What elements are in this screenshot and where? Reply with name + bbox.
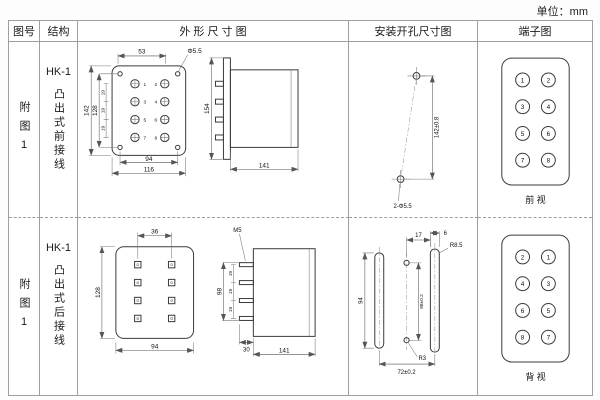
- terminal-circles: 1 2 3 4 5 6 7 8: [515, 72, 556, 168]
- header-outline: 外 形 尺 寸 图: [78, 21, 349, 42]
- row2-mounting-drawing: 17 6 R8.5 94 72±0.2 R3 88±0.2: [358, 230, 463, 376]
- terminal-number: 5: [144, 118, 147, 124]
- dim-label: 53: [138, 48, 146, 55]
- terminal-number: 1: [547, 254, 551, 261]
- spec-table: 图号 结构 外 形 尺 寸 图 安装开孔尺寸图 端子图 附图1 HK-1 凸出式…: [8, 20, 593, 396]
- header-structure: 结构: [40, 21, 78, 42]
- row2-fig-cell: 附图1: [9, 218, 40, 395]
- dim-label: 36: [151, 228, 159, 235]
- terminal-number: 4: [154, 100, 157, 106]
- front-view: 1 2 3 4 5 6 7 8: [111, 65, 187, 156]
- terminal-outline: [501, 57, 570, 186]
- dim-label: 98: [216, 288, 223, 296]
- dim-label: 142±0.8: [434, 116, 440, 138]
- dim-label: 30: [243, 347, 250, 353]
- dim-label: R8.5: [450, 243, 463, 249]
- row2-structure-desc: 凸出式后接线: [52, 264, 65, 348]
- dim-label: 72±0.2: [397, 370, 415, 376]
- terminal-outline: [501, 234, 570, 363]
- header-mounting: 安装开孔尺寸图: [349, 21, 478, 42]
- dim-label: 19: [101, 108, 107, 114]
- terminal-circles: 2 1 4 3 6 5 8 7: [515, 249, 556, 345]
- terminal-number: 5: [521, 131, 525, 138]
- row1-outline-cell: 1 2 3 4 5 6 7 8 53 Φ5.5 142: [78, 42, 349, 218]
- dim-label: 94: [151, 343, 159, 350]
- row2-terminal-diagram: 2 1 4 3 6 5 8 7 背 视: [501, 234, 570, 382]
- terminal-number: 5: [547, 308, 551, 315]
- terminal-number: 2: [521, 254, 525, 261]
- terminal-number: 7: [521, 158, 525, 165]
- row2-structure-cell: HK-1 凸出式后接线: [40, 218, 78, 395]
- dim-label: 6: [444, 231, 448, 237]
- row2-outline-cell: 36 128 94 M5: [78, 218, 349, 395]
- dim-label: 94: [358, 297, 364, 304]
- dim-label: 142: [84, 105, 91, 116]
- dim-label: 19: [101, 90, 107, 96]
- row2-terminal-cell: 2 1 4 3 6 5 8 7 背 视: [478, 218, 592, 395]
- terminal-number: 6: [154, 118, 157, 124]
- unit-label: 单位：mm: [536, 6, 588, 18]
- terminal-number: 3: [521, 104, 525, 111]
- terminal-number: 2: [547, 77, 551, 84]
- dim-label: 116: [144, 166, 155, 173]
- dim-label: 19: [228, 306, 234, 312]
- header-fig-no: 图号: [9, 21, 40, 42]
- terminal-number: 7: [547, 335, 551, 342]
- mounting-holes: [391, 66, 426, 189]
- header-terminal: 端子图: [478, 21, 592, 42]
- dim-label: Φ5.5: [188, 48, 203, 55]
- terminal-number: 3: [144, 100, 147, 106]
- terminal-number: 6: [521, 308, 525, 315]
- dim-label: 154: [204, 103, 211, 114]
- terminal-number: 4: [521, 281, 525, 288]
- terminal-number: 8: [521, 335, 525, 342]
- row1-fig-label: 附图1: [18, 100, 30, 159]
- view-label: 背 视: [525, 371, 545, 382]
- row1-structure-cell: HK-1 凸出式前接线: [40, 42, 78, 218]
- row1-structure-desc: 凸出式前接线: [52, 88, 65, 172]
- dim-label: 141: [279, 347, 290, 354]
- side-view: 154 141: [204, 57, 299, 172]
- dim-label: 19: [228, 271, 234, 277]
- rear-view: 36 128 94: [95, 228, 195, 354]
- row1-mounting-drawing: 142±0.8 2-Φ5.5: [391, 66, 440, 210]
- dim-label: 141: [259, 162, 270, 169]
- terminal-number: 4: [547, 104, 551, 111]
- row1-model-label: HK-1: [45, 66, 72, 78]
- row1-mounting-cell: 142±0.8 2-Φ5.5: [349, 42, 478, 218]
- row1-fig-cell: 附图1: [9, 42, 40, 218]
- dim-label: 19: [101, 126, 107, 132]
- row1-outline-drawing: 1 2 3 4 5 6 7 8 53 Φ5.5 142: [84, 48, 299, 177]
- side-view: M5 98 19 19 19 30 141: [216, 228, 316, 357]
- terminal-number: 8: [547, 158, 551, 165]
- dim-label: R3: [418, 356, 426, 362]
- mounting-slots: [374, 242, 440, 359]
- row2-mounting-cell: 17 6 R8.5 94 72±0.2 R3 88±0.2: [349, 218, 478, 395]
- dim-label: 88±0.2: [419, 294, 425, 309]
- dim-label: 19: [228, 289, 234, 295]
- view-label: 前 视: [525, 194, 545, 205]
- dim-label: 128: [95, 287, 102, 298]
- row2-fig-label: 附图1: [18, 277, 30, 336]
- terminal-number: 6: [547, 131, 551, 138]
- terminal-number: 8: [154, 135, 157, 141]
- dim-label: 94: [145, 156, 153, 163]
- dim-label: 2-Φ5.5: [393, 204, 412, 210]
- front-view-dimensions: 53 Φ5.5 142 128 19 19 19 94: [84, 48, 203, 177]
- dim-label: M5: [233, 228, 242, 234]
- row1-terminal-diagram: 1 2 3 4 5 6 7 8 前 视: [501, 57, 570, 205]
- terminal-number: 3: [547, 281, 551, 288]
- row1-terminal-cell: 1 2 3 4 5 6 7 8 前 视: [478, 42, 592, 218]
- terminal-number: 7: [144, 135, 147, 141]
- row2-model-label: HK-1: [45, 242, 72, 254]
- terminal-number: 1: [144, 82, 147, 88]
- dim-label: 17: [415, 233, 422, 239]
- terminal-number: 1: [521, 77, 525, 84]
- row2-outline-drawing: 36 128 94 M5: [95, 228, 316, 357]
- dim-label: 128: [92, 105, 99, 116]
- terminal-number: 2: [154, 82, 157, 88]
